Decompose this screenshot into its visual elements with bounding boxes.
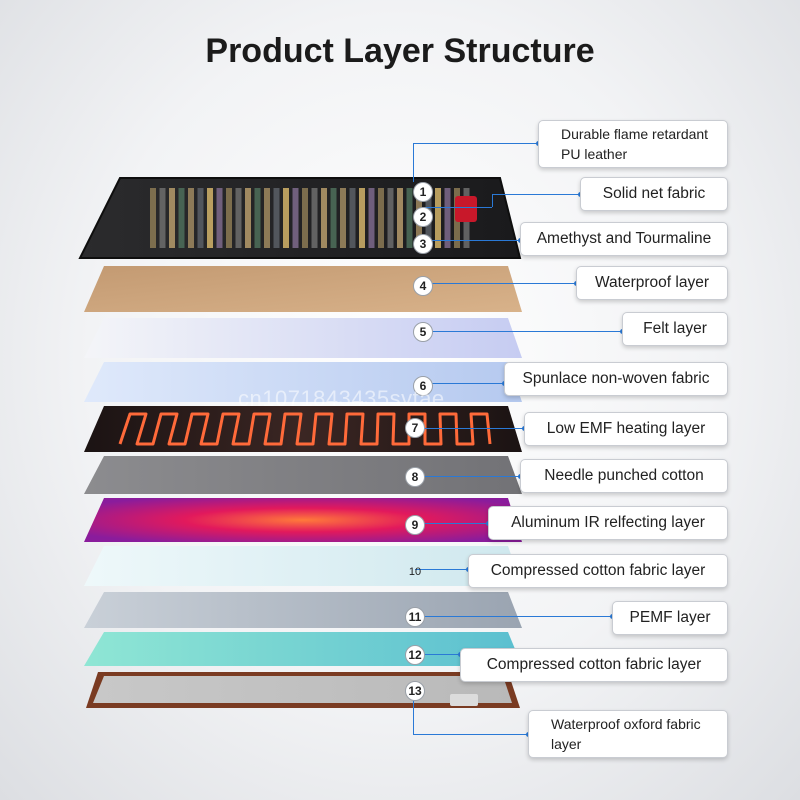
callout-line-1 xyxy=(413,143,538,144)
callout-line-8 xyxy=(415,476,520,477)
layer-label-9: Aluminum IR relfecting layer xyxy=(488,506,728,540)
layer-number-4: 4 xyxy=(413,276,433,296)
callout-line-10 xyxy=(415,569,468,570)
callout-line-4 xyxy=(423,283,576,284)
layer-label-5: Felt layer xyxy=(622,312,728,346)
callout-line-2 xyxy=(423,207,492,208)
callout-line-13 xyxy=(413,701,414,734)
callout-line-13 xyxy=(413,734,528,735)
layer-number-5: 5 xyxy=(413,322,433,342)
layer-label-1: Durable flame retardant PU leather xyxy=(538,120,728,168)
layer-number-1: 1 xyxy=(413,182,433,202)
layer-12-compressed-cotton xyxy=(84,632,522,666)
layer-label-2: Solid net fabric xyxy=(580,177,728,211)
callout-line-12 xyxy=(415,654,460,655)
layer-label-10: Compressed cotton fabric layer xyxy=(468,554,728,588)
layer-label-3: Amethyst and Tourmaline xyxy=(520,222,728,256)
layer-5-felt xyxy=(84,318,522,358)
layer-10-compressed-cotton xyxy=(84,546,522,586)
layer-label-4: Waterproof layer xyxy=(576,266,728,300)
callout-line-2 xyxy=(492,194,580,195)
layer-13-oxford xyxy=(86,672,520,708)
layer-number-7: 7 xyxy=(405,418,425,438)
layer-number-9: 9 xyxy=(405,515,425,535)
callout-line-6 xyxy=(423,383,504,384)
layer-label-7: Low EMF heating layer xyxy=(524,412,728,446)
callout-line-2 xyxy=(492,194,493,207)
callout-line-1 xyxy=(413,143,414,182)
layer-label-8: Needle punched cotton xyxy=(520,459,728,493)
page-title: Product Layer Structure xyxy=(205,32,595,70)
watermark: cn1071843435svtae xyxy=(238,386,445,411)
layer-11-pemf xyxy=(84,592,522,628)
layer-number-11: 11 xyxy=(405,607,425,627)
layer-number-2: 2 xyxy=(413,207,433,227)
callout-line-3 xyxy=(423,240,520,241)
layer-label-6: Spunlace non-woven fabric xyxy=(504,362,728,396)
layer-number-3: 3 xyxy=(413,234,433,254)
layer-label-12: Compressed cotton fabric layer xyxy=(460,648,728,682)
callout-line-9 xyxy=(415,523,488,524)
layer-4-waterproof xyxy=(84,266,522,312)
layer-8-needle-cotton xyxy=(84,456,522,494)
layer-number-8: 8 xyxy=(405,467,425,487)
callout-line-7 xyxy=(415,428,524,429)
layer-9-aluminum-ir xyxy=(84,498,522,542)
layer-label-13: Waterproof oxford fabric layer xyxy=(528,710,728,758)
layer-number-12: 12 xyxy=(405,645,425,665)
layer-7-heating xyxy=(84,406,522,452)
layer-6-spunlace xyxy=(84,362,522,402)
layer-1-3-top-mat xyxy=(78,177,522,259)
layer-label-11: PEMF layer xyxy=(612,601,728,635)
layer-number-6: 6 xyxy=(413,376,433,396)
callout-line-11 xyxy=(415,616,612,617)
layer-number-13: 13 xyxy=(405,681,425,701)
layer-number-10: 10 xyxy=(408,566,422,578)
callout-line-5 xyxy=(423,331,622,332)
